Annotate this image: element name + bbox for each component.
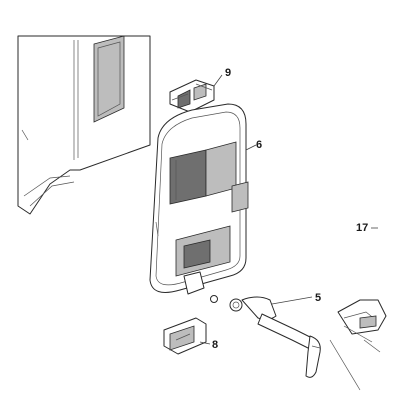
hose-assembly bbox=[210, 295, 321, 378]
housing-panel bbox=[17, 35, 151, 215]
mounting-clip-top bbox=[169, 74, 223, 113]
callout-9: 9 bbox=[225, 67, 231, 79]
callout-17: 17 bbox=[356, 222, 368, 234]
adjacent-assembly bbox=[329, 299, 387, 391]
callout-6: 6 bbox=[256, 139, 262, 151]
callout-5: 5 bbox=[315, 292, 321, 304]
water-tank bbox=[149, 103, 257, 295]
bracket-bottom bbox=[163, 317, 211, 355]
callout-8: 8 bbox=[212, 339, 218, 351]
